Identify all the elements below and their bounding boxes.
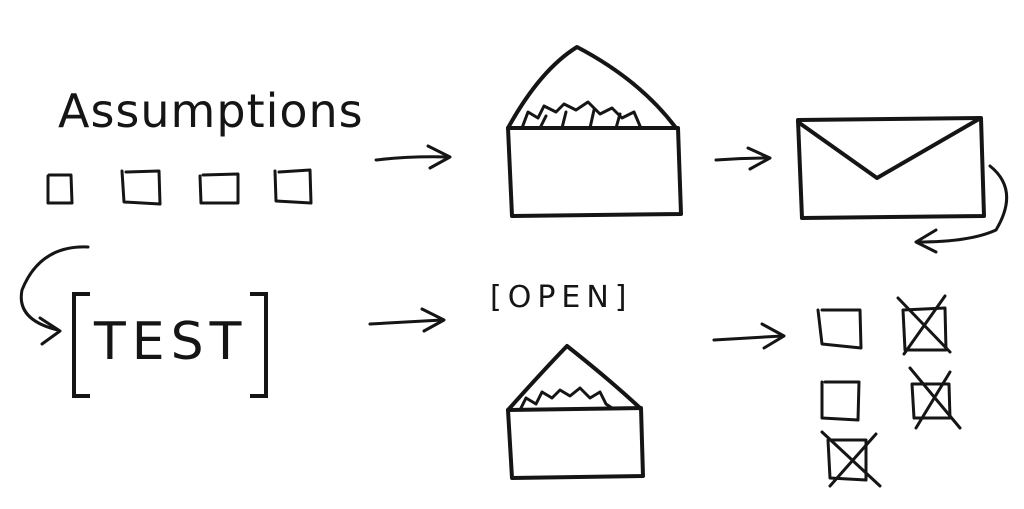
empty-checkbox-icon — [198, 172, 240, 205]
arrow-icon — [374, 144, 452, 170]
empty-checkbox-icon — [120, 169, 162, 206]
crossed-checkbox-icon — [908, 366, 962, 430]
result-boxes — [816, 294, 962, 488]
left-bracket-icon — [72, 292, 90, 398]
test-label: TEST — [94, 312, 248, 372]
arrow-icon — [712, 322, 786, 350]
open-envelope-icon — [506, 344, 645, 480]
arrow-icon — [19, 245, 90, 346]
test-block: TEST — [70, 292, 270, 398]
arrow-icon — [368, 307, 446, 333]
right-bracket-icon — [250, 292, 268, 398]
arrow-icon — [714, 146, 772, 171]
assumption-boxes — [46, 168, 313, 206]
open-envelope-icon — [506, 45, 683, 218]
empty-checkbox-icon — [820, 380, 861, 422]
crossed-checkbox-icon — [896, 294, 952, 356]
assumptions-label: Assumptions — [58, 84, 364, 138]
sealed-envelope-icon — [796, 116, 986, 220]
crossed-checkbox-icon — [820, 430, 882, 488]
arrow-icon — [914, 164, 1009, 254]
empty-checkbox-icon — [816, 308, 863, 350]
empty-checkbox-icon — [273, 168, 313, 205]
empty-checkbox-icon — [46, 173, 74, 205]
open-label: [OPEN] — [490, 280, 633, 315]
